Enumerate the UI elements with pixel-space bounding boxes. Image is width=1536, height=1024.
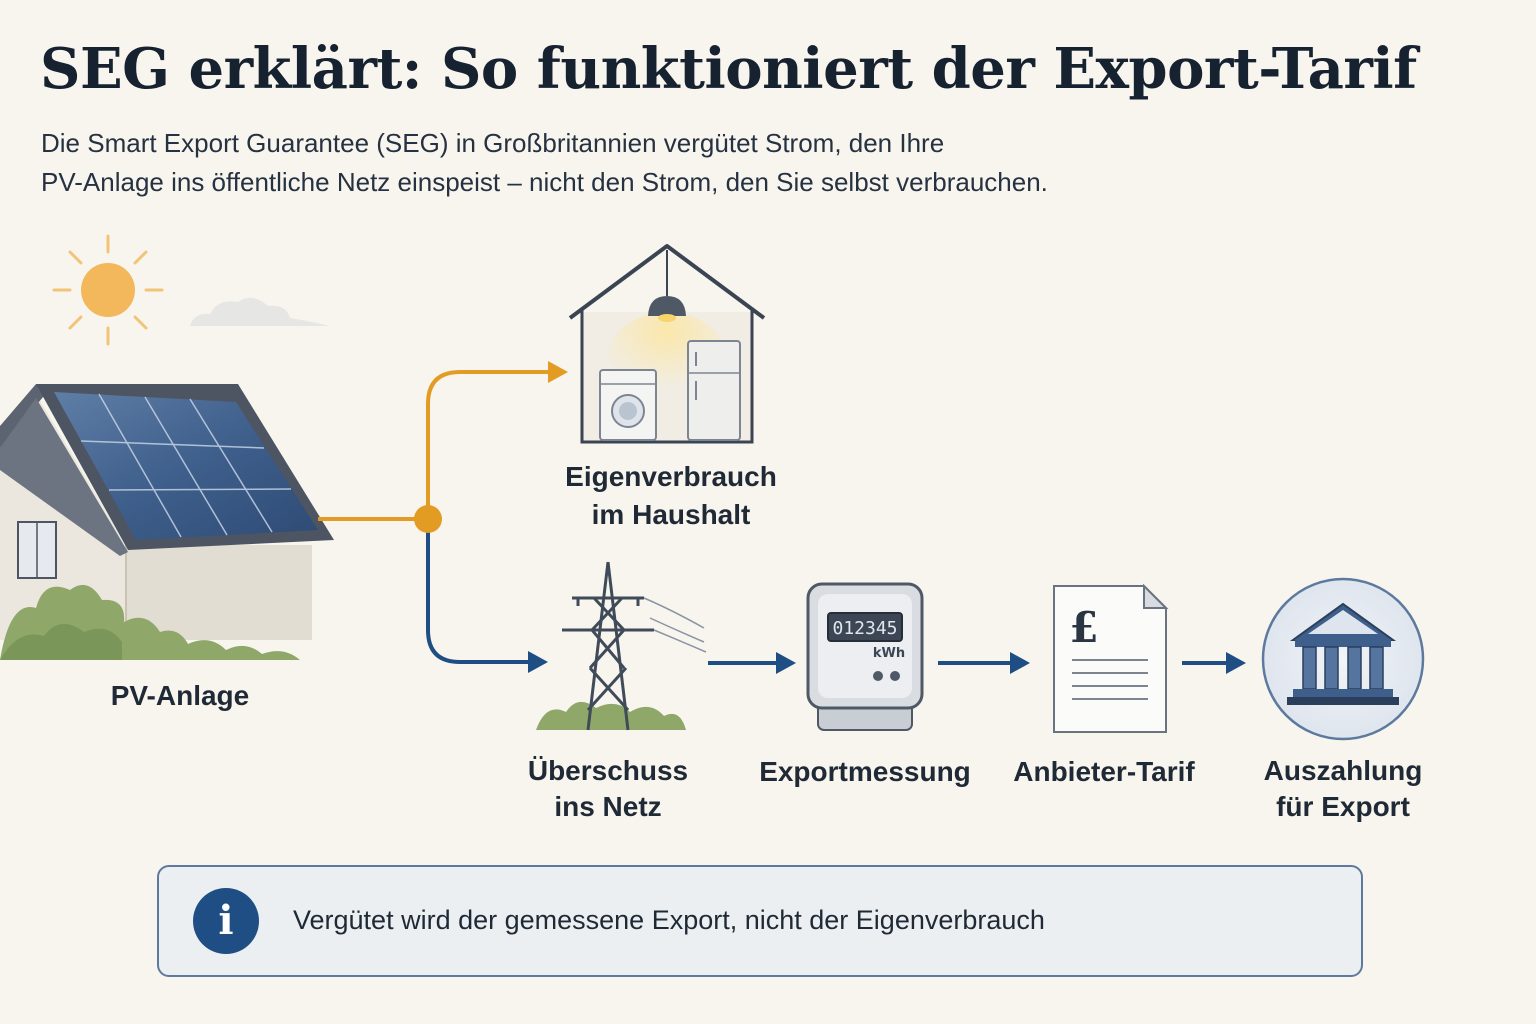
surplus-line-2: ins Netz — [554, 791, 662, 822]
surplus-line-1: Überschuss — [527, 755, 689, 786]
metering-label-text: Exportmessung — [759, 756, 971, 787]
fridge-icon — [687, 340, 741, 441]
arrow-to-household — [548, 361, 568, 383]
pound-symbol: £ — [1069, 603, 1098, 652]
pv-label-text: PV-Anlage — [110, 680, 250, 711]
junction-node — [414, 505, 442, 533]
arrow-grid-to-meter — [708, 652, 796, 674]
tariff-label-text: Anbieter-Tarif — [1013, 756, 1195, 787]
arrow-tariff-to-payout — [1182, 652, 1246, 674]
arrow-to-grid — [528, 651, 548, 673]
pv-house-illustration — [0, 384, 334, 660]
meter-unit: kWh — [873, 646, 905, 661]
metering-label: Exportmessung — [745, 753, 985, 791]
subtitle-line-1: Die Smart Export Guarantee (SEG) in Groß… — [41, 128, 945, 158]
power-pylon-icon — [536, 561, 707, 731]
bank-icon — [1261, 577, 1425, 741]
arrow-meter-to-tariff — [938, 652, 1030, 674]
self-consumption-label: Eigenverbrauch im Haushalt — [546, 458, 796, 534]
tariff-document-icon: £ — [1053, 583, 1169, 733]
page-title: SEG erklärt: So funktioniert der Export-… — [40, 36, 1417, 102]
flow-to-household — [318, 370, 552, 521]
self-consumption-line-2: im Haushalt — [591, 499, 751, 530]
surplus-label: Überschuss ins Netz — [508, 753, 708, 825]
payout-line-1: Auszahlung — [1263, 755, 1423, 786]
page-subtitle: Die Smart Export Guarantee (SEG) in Groß… — [41, 124, 1241, 202]
sun-icon — [52, 234, 164, 346]
lamp-icon — [648, 296, 686, 316]
info-icon: i — [193, 888, 259, 954]
cloud-icon — [190, 297, 330, 326]
info-text: Vergütet wird der gemessene Export, nich… — [293, 905, 1045, 935]
household-illustration — [568, 244, 766, 444]
meter-display: 012345 — [832, 618, 897, 639]
washing-machine-icon — [599, 369, 657, 441]
payout-label: Auszahlung für Export — [1243, 753, 1443, 825]
flow-to-grid — [426, 519, 530, 664]
pv-label: PV-Anlage — [60, 677, 300, 715]
export-meter-icon: 012345 kWh — [806, 582, 924, 731]
self-consumption-line-1: Eigenverbrauch — [565, 461, 777, 492]
payout-line-2: für Export — [1276, 791, 1410, 822]
subtitle-line-2: PV-Anlage ins öffentliche Netz einspeist… — [41, 167, 1048, 197]
info-box: i Vergütet wird der gemessene Export, ni… — [157, 865, 1363, 977]
tariff-label: Anbieter-Tarif — [994, 753, 1214, 791]
